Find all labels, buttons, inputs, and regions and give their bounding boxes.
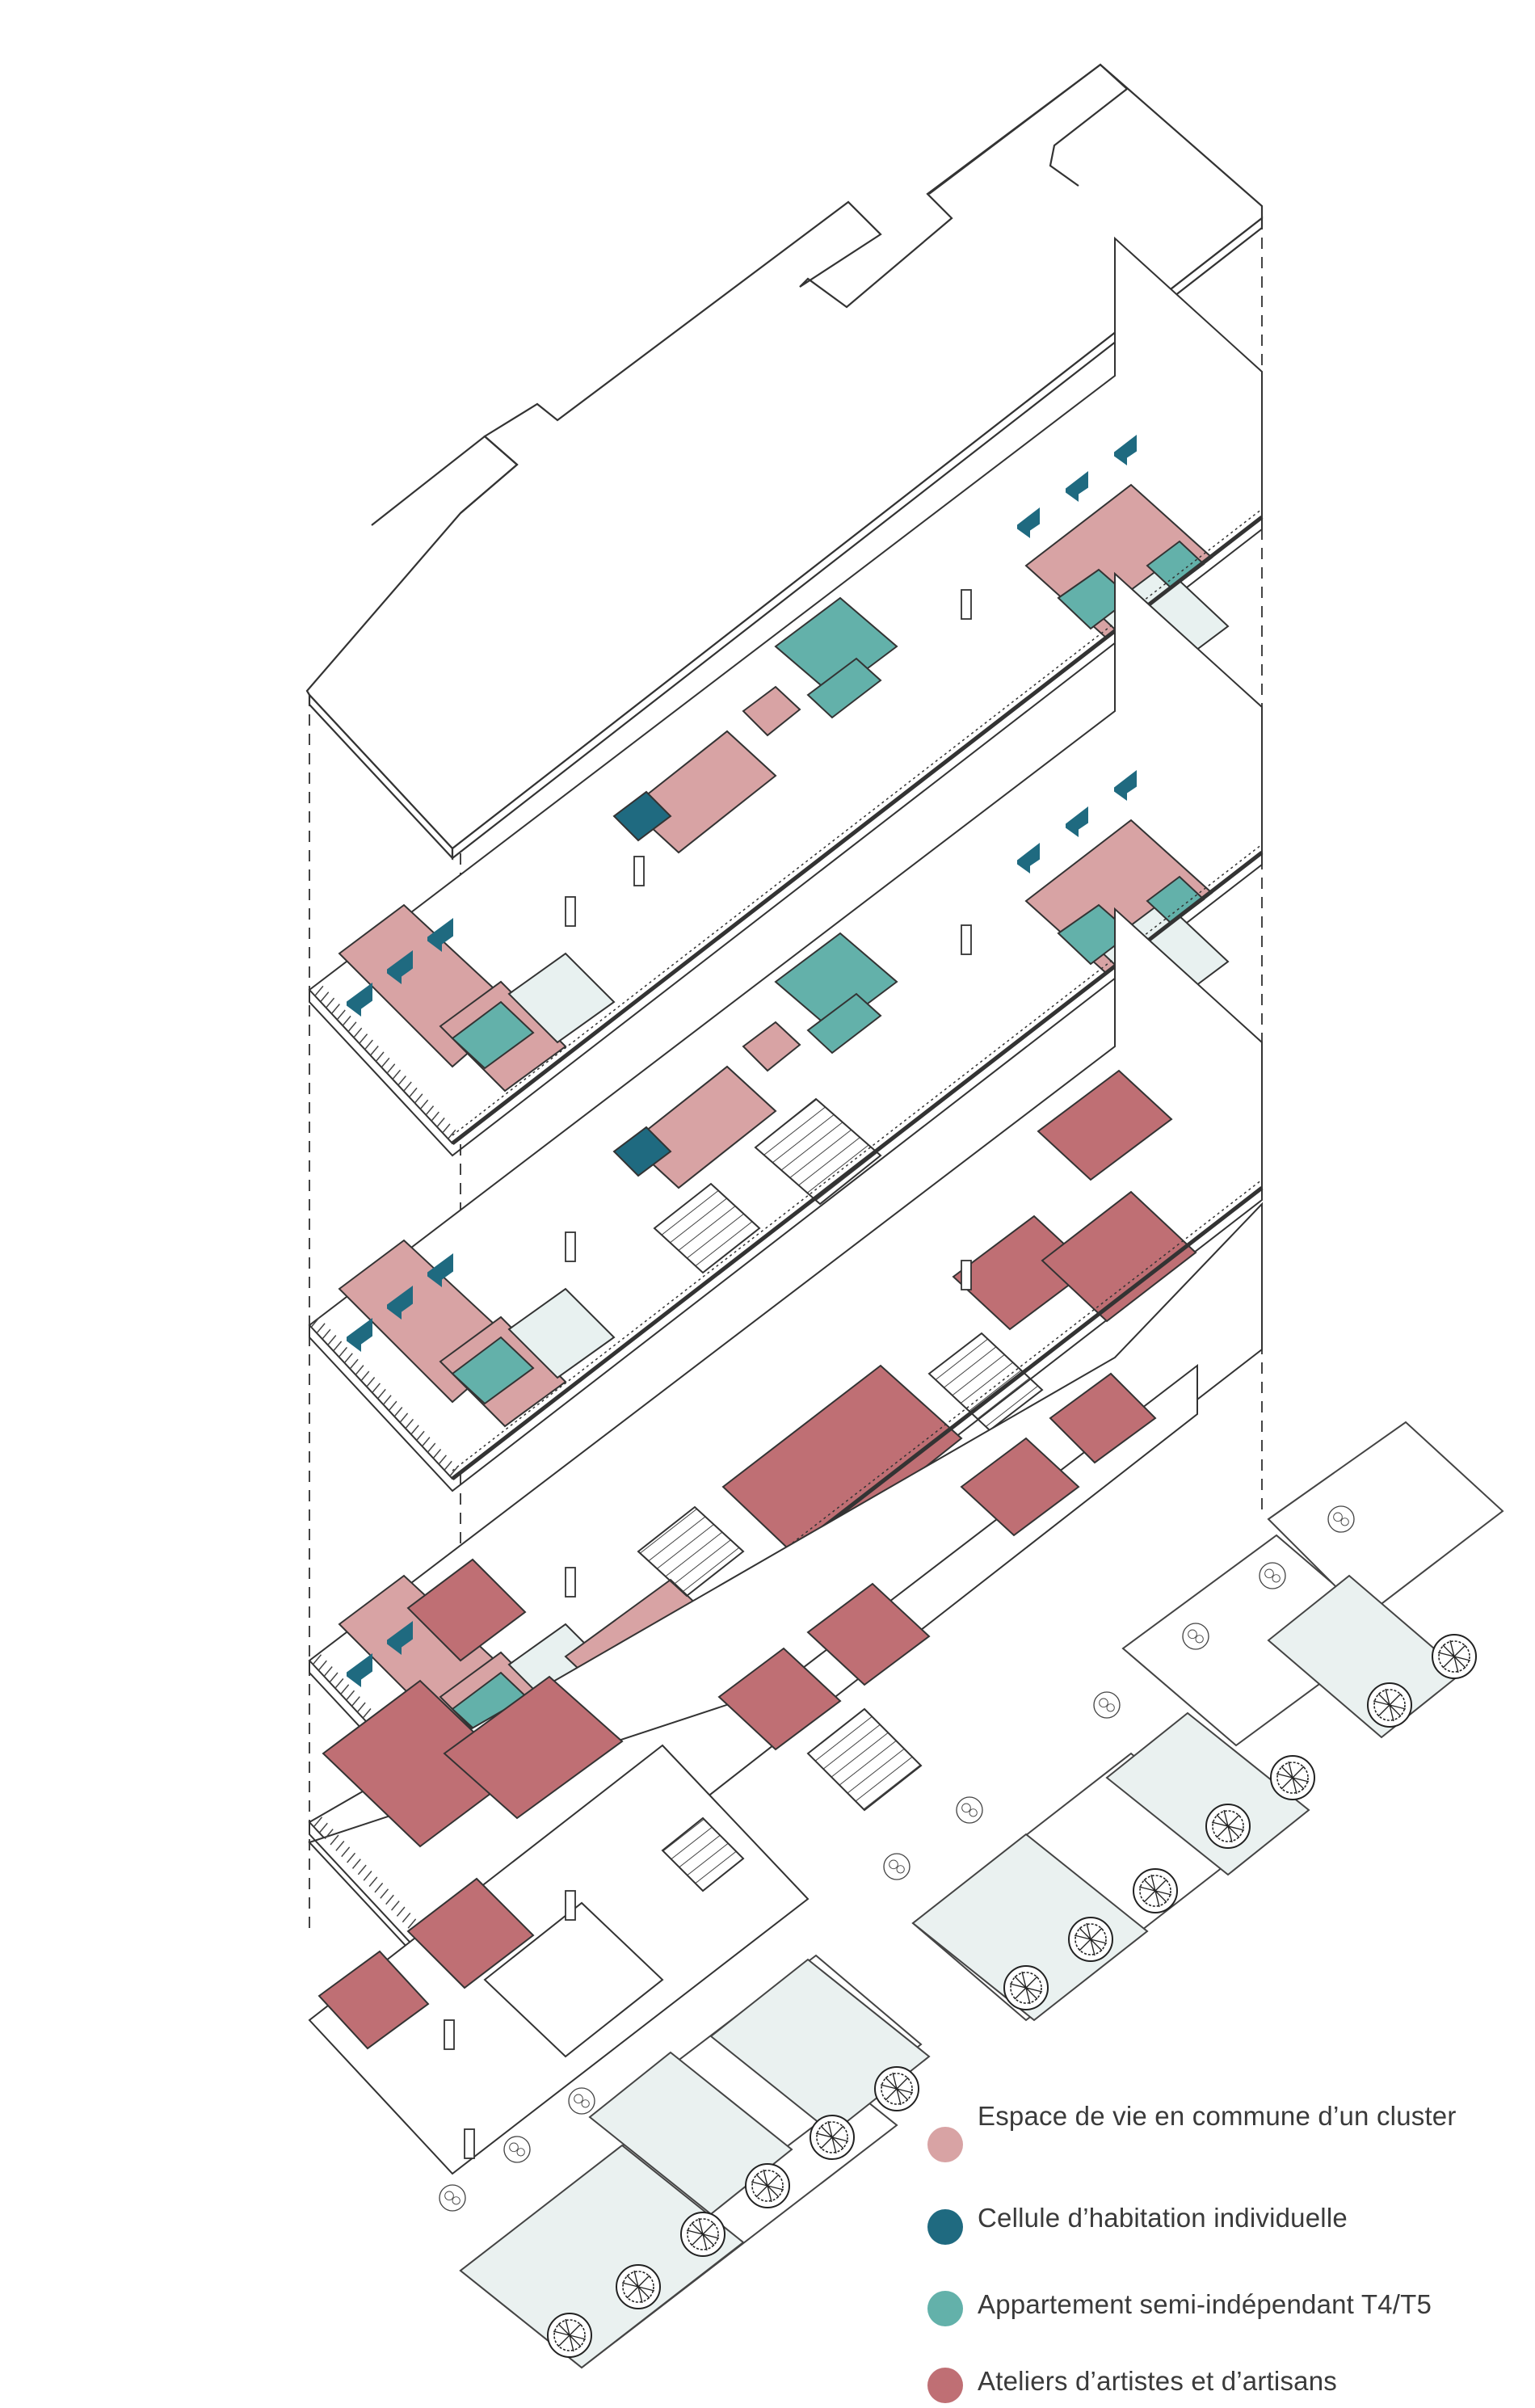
roof-outline <box>305 63 1264 861</box>
tree-icon <box>956 1796 983 1824</box>
legend-label: Espace de vie en commune d’un cluster <box>978 2101 1457 2131</box>
parking-lot <box>588 2051 793 2216</box>
stair-icon <box>927 1332 1044 1432</box>
legend-item-cluster-common-space: Espace de vie en commune d’un cluster <box>921 2101 1519 2166</box>
tree-icon <box>1327 1505 1355 1533</box>
tree-icon <box>1432 1634 1477 1679</box>
tree-icon <box>1259 1562 1286 1589</box>
column-icon <box>961 924 972 955</box>
legend-item-semi-independent-apartment: Appartement semi-indépendant T4/T5 <box>921 2267 1519 2331</box>
legend-swatch <box>927 2127 963 2162</box>
stair-icon <box>653 1182 761 1274</box>
stair-icon <box>637 1505 745 1598</box>
tree-icon <box>568 2087 595 2115</box>
tree-icon <box>1003 1965 1049 2010</box>
column-icon <box>565 1890 576 1921</box>
tree-icon <box>616 2264 661 2309</box>
tree-icon <box>1205 1804 1251 1849</box>
tree-icon <box>745 2163 790 2208</box>
column-icon <box>961 589 972 620</box>
tree-icon <box>1367 1682 1412 1728</box>
parking-lot <box>911 1833 1149 2022</box>
stair-icon <box>754 1097 882 1206</box>
tree-icon <box>1270 1755 1315 1800</box>
tree-icon <box>1182 1623 1209 1650</box>
tree-icon <box>810 2115 855 2160</box>
legend-label: Cellule d’habitation individuelle <box>978 2203 1348 2233</box>
column-icon <box>464 2128 475 2159</box>
column-icon <box>961 1260 972 1290</box>
tree-icon <box>439 2184 466 2212</box>
column-icon <box>565 1231 576 1262</box>
legend-label: Ateliers d’artistes et d’artisans <box>978 2366 1337 2396</box>
tree-icon <box>1133 1868 1178 1913</box>
tree-icon <box>874 2066 919 2111</box>
legend-item-individual-cell: Cellule d’habitation individuelle <box>921 2182 1519 2246</box>
column-icon <box>565 1567 576 1598</box>
legend-item-workshops: Ateliers d’artistes et d’artisans <box>921 2343 1519 2408</box>
tree-icon <box>680 2212 725 2257</box>
legend-swatch <box>927 2291 963 2326</box>
tree-icon <box>1068 1917 1113 1962</box>
stair-icon <box>661 1817 745 1892</box>
level-4-floor <box>308 236 1264 1157</box>
tree-icon <box>547 2313 592 2358</box>
stair-icon <box>806 1707 923 1812</box>
level-1-floor <box>308 1202 1263 1998</box>
parking-lot <box>1105 1711 1310 1876</box>
legend-swatch <box>927 2209 963 2245</box>
tree-icon <box>883 1853 910 1880</box>
legend-label: Appartement semi-indépendant T4/T5 <box>978 2289 1432 2319</box>
column-icon <box>565 896 576 927</box>
columns <box>444 589 972 2159</box>
tree-icon <box>1093 1691 1121 1719</box>
legend-swatch <box>927 2368 963 2403</box>
tree-icon <box>503 2136 531 2163</box>
column-icon <box>444 2019 455 2050</box>
ground-floor <box>308 1744 810 2175</box>
street-parking <box>459 1421 1504 2369</box>
parking-lot <box>459 2144 745 2369</box>
column-icon <box>633 856 645 886</box>
